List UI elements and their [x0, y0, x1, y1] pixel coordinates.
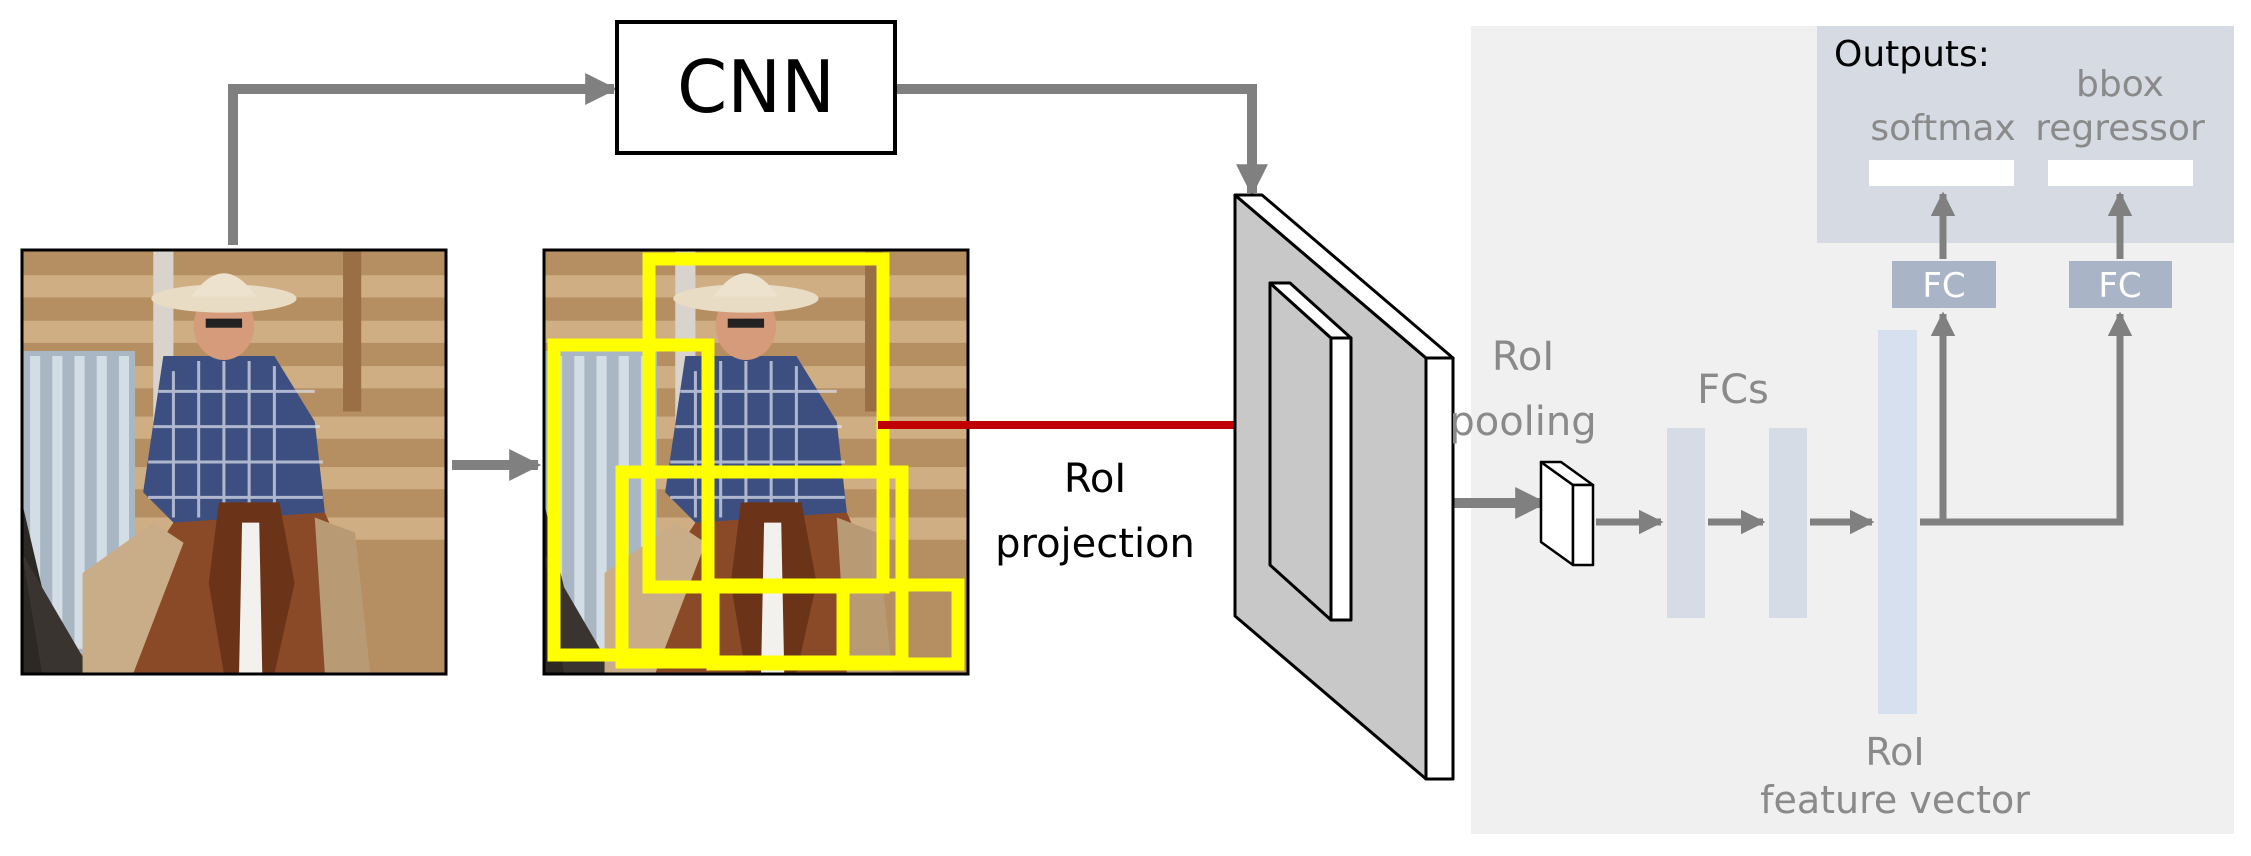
- bbox-output-bar: [2048, 160, 2193, 186]
- cnn-block: CNN: [615, 20, 897, 155]
- projected-roi: [1268, 281, 1333, 622]
- outputs-panel: [1817, 26, 2234, 243]
- bbox-label-line2: regressor: [2035, 108, 2205, 149]
- fcs-label: FCs: [1697, 367, 1769, 413]
- bbox-fc-label: FC: [2098, 266, 2141, 306]
- softmax-output-bar: [1869, 160, 2014, 186]
- roi-feature-vector-bar: [1878, 330, 1917, 714]
- proposal-box: [836, 578, 965, 671]
- roi-pooling-label-line1: RoI: [1492, 334, 1554, 380]
- bbox-label-line1: bbox: [2076, 64, 2164, 105]
- proposals-image: [542, 248, 970, 676]
- input-image: [20, 248, 448, 676]
- vector-to-bbox-fc-arrow: [1943, 311, 2133, 526]
- fc-layer-bar: [1769, 428, 1807, 618]
- roi-feature-vector-label-line2: feature vector: [1760, 778, 2030, 822]
- roi-projection-label-line1: RoI: [1064, 456, 1126, 502]
- cnn-to-featuremap-arrow: [895, 84, 1269, 197]
- roi-projection-label-line2: projection: [995, 521, 1195, 567]
- fc-layer-bar: [1667, 428, 1705, 618]
- image-to-cnn-arrow: [228, 72, 618, 245]
- cnn-label: CNN: [677, 45, 835, 129]
- softmax-fc-label: FC: [1922, 266, 1965, 306]
- bbox-fc: FC: [2069, 261, 2172, 308]
- feature-map: [1233, 193, 1455, 781]
- roi-feature-vector-label-line1: RoI: [1865, 730, 1924, 774]
- roi-pooling-label-line2: pooling: [1449, 399, 1596, 445]
- proposal-box: [547, 338, 715, 662]
- roi-pooling-cube: [1539, 460, 1595, 567]
- softmax-fc: FC: [1892, 261, 1996, 308]
- softmax-label: softmax: [1870, 108, 2015, 149]
- outputs-title: Outputs:: [1834, 34, 1990, 75]
